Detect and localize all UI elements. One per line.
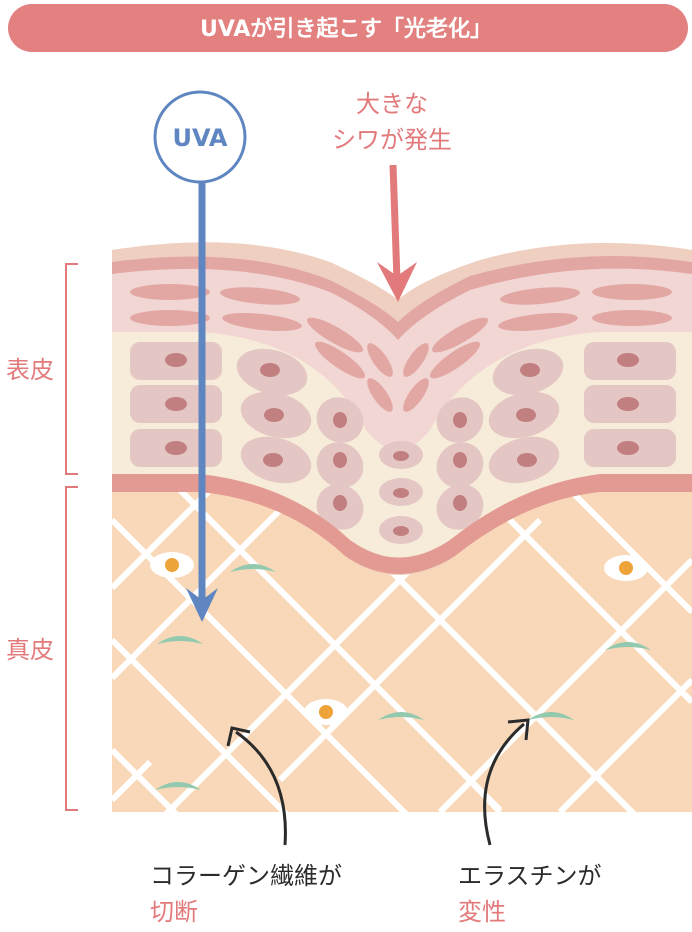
collagen-label-line1: コラーゲン繊維が (150, 862, 342, 890)
wrinkle-label-line2: シワが発生 (332, 126, 452, 154)
epidermis-bracket (65, 263, 78, 475)
epidermis (112, 242, 692, 576)
header-title: UVAが引き起こす「光老化」 (200, 16, 492, 42)
dermis-label: 真皮 (6, 636, 54, 664)
wrinkle-label-line1: 大きな (356, 90, 428, 118)
wrinkle-arrow (389, 164, 401, 281)
uva-label: UVA (172, 124, 227, 152)
elastin-label-line2: 変性 (458, 898, 506, 926)
dermis-bracket (65, 486, 78, 811)
wrinkle-arrowhead-icon (377, 262, 417, 302)
dermis (112, 470, 692, 812)
elastin-fibers (155, 564, 651, 790)
elastin-pointer-arrow (483, 722, 525, 846)
basement-membrane (112, 474, 692, 574)
collagen-label-line2: 切断 (150, 898, 198, 926)
fibroblasts (150, 552, 648, 725)
collagen-pointer-arrow (235, 730, 287, 846)
epidermal-cells (130, 342, 676, 544)
elastin-label-line1: エラスチンが (458, 862, 602, 890)
uva-arrowhead-icon (186, 588, 218, 622)
epidermis-label: 表皮 (6, 356, 54, 384)
collagen-fibers (112, 470, 692, 812)
header-bar (8, 4, 688, 52)
